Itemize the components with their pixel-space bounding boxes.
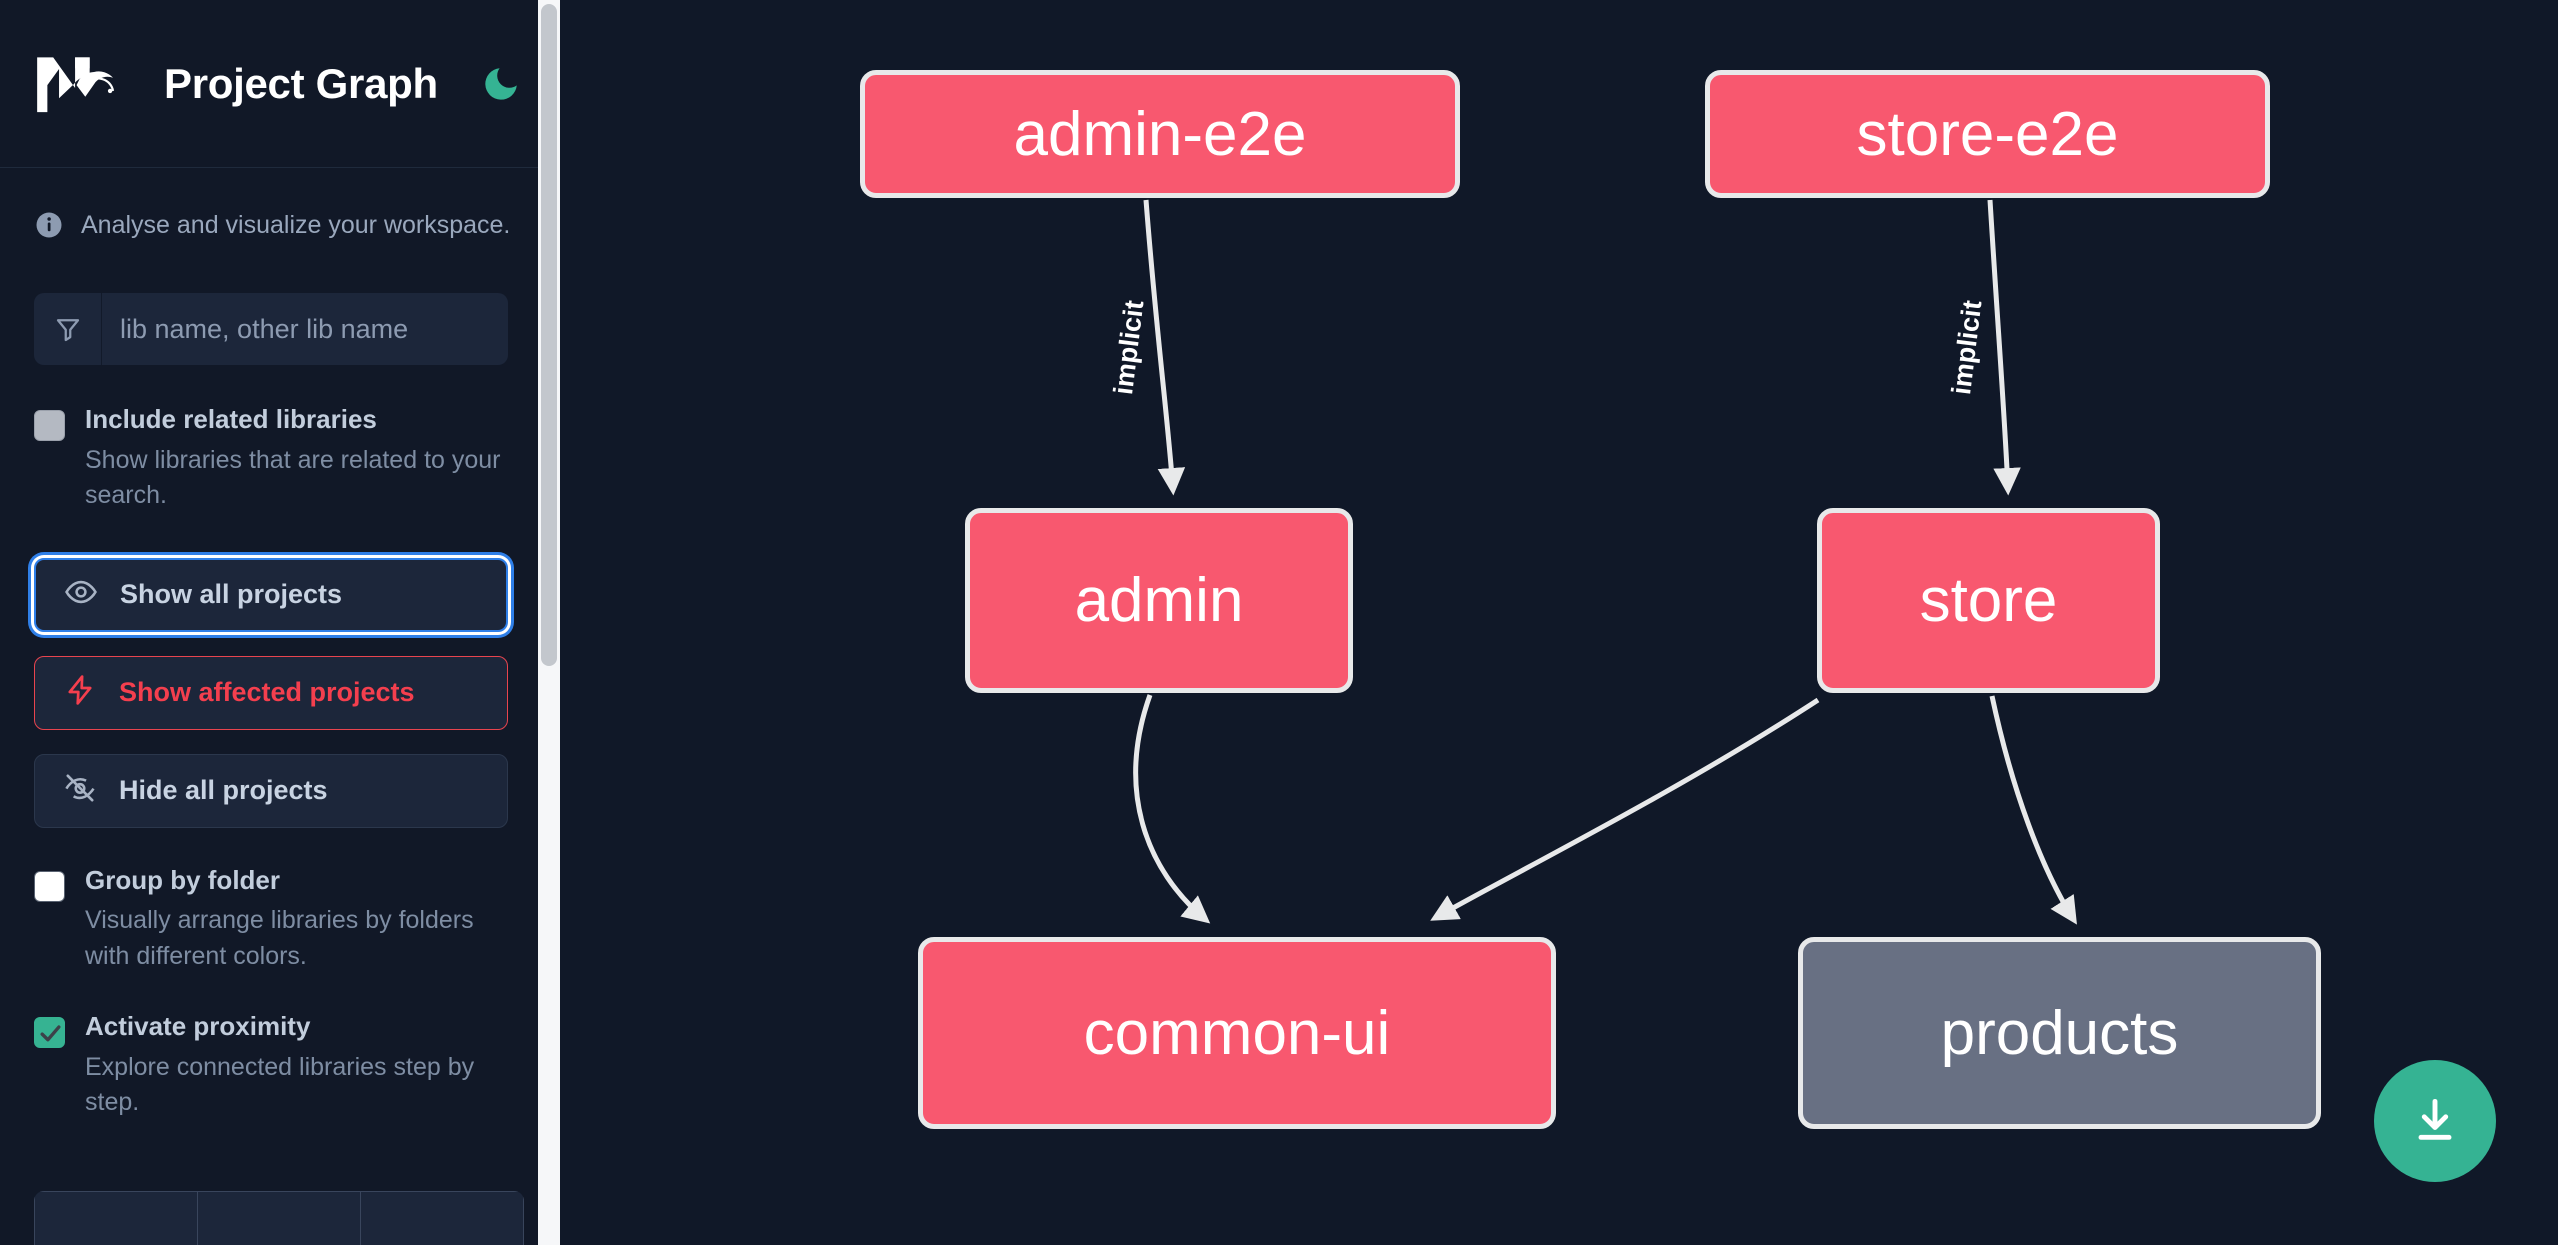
- info-icon: [34, 210, 64, 240]
- hide-all-projects-label: Hide all projects: [119, 775, 328, 805]
- sidebar: Project Graph Analyse and visualize yo: [0, 0, 560, 1245]
- group-by-folder-checkbox[interactable]: [34, 870, 65, 902]
- activate-proximity-checkbox[interactable]: [34, 1017, 65, 1048]
- page-title: Project Graph: [164, 59, 438, 107]
- show-affected-projects-label: Show affected projects: [119, 677, 415, 707]
- show-all-projects-label: Show all projects: [120, 579, 343, 609]
- checkbox-row-activate-proximity[interactable]: Activate proximity Explore connected lib…: [0, 1010, 542, 1121]
- include-related-libraries-checkbox[interactable]: [34, 410, 65, 441]
- project-graph-canvas[interactable]: admin-e2e store-e2e admin store common-u…: [560, 0, 2558, 1245]
- graph-node-admin[interactable]: admin: [965, 508, 1353, 693]
- graph-node-store[interactable]: store: [1817, 508, 2160, 693]
- checkbox-texts: Group by folder Visually arrange librari…: [85, 864, 508, 975]
- sidebar-info: Analyse and visualize your workspace.: [0, 168, 542, 240]
- hide-all-projects-button[interactable]: Hide all projects: [34, 753, 508, 828]
- proximity-control-segment[interactable]: [34, 1191, 197, 1245]
- proximity-control-segment[interactable]: [360, 1191, 524, 1245]
- eye-off-icon: [63, 771, 97, 810]
- filter-icon: [34, 293, 102, 365]
- activate-proximity-label: Activate proximity: [85, 1011, 311, 1041]
- sidebar-header: Project Graph: [0, 0, 542, 168]
- nx-logo-icon: [34, 53, 122, 115]
- include-related-libraries-label: Include related libraries: [85, 404, 377, 434]
- graph-node-products[interactable]: products: [1798, 937, 2321, 1129]
- checkbox-row-group-by-folder[interactable]: Group by folder Visually arrange librari…: [0, 864, 542, 975]
- activate-proximity-description: Explore connected libraries step by step…: [85, 1052, 475, 1117]
- show-all-projects-button[interactable]: Show all projects: [34, 557, 508, 632]
- checkbox-texts: Include related libraries Show libraries…: [85, 403, 508, 514]
- sidebar-info-text: Analyse and visualize your workspace.: [81, 210, 511, 239]
- graph-node-admin-e2e[interactable]: admin-e2e: [860, 70, 1460, 198]
- eye-icon: [64, 575, 98, 614]
- edge-store-e2e-to-store: [1987, 199, 2021, 496]
- moon-icon[interactable]: [480, 61, 522, 107]
- group-by-folder-label: Group by folder: [85, 864, 280, 895]
- proximity-step-controls[interactable]: [34, 1191, 524, 1245]
- sidebar-scrollbar[interactable]: [538, 0, 560, 1245]
- graph-node-common-ui[interactable]: common-ui: [918, 937, 1556, 1129]
- projects-button-group: Show all projects Show affected projects: [0, 557, 542, 828]
- lightning-icon: [63, 673, 97, 712]
- checkbox-texts: Activate proximity Explore connected lib…: [85, 1010, 508, 1121]
- search-input[interactable]: [102, 293, 508, 365]
- search-field[interactable]: [34, 293, 508, 365]
- sidebar-content: Project Graph Analyse and visualize yo: [0, 0, 560, 1245]
- edge-admin-to-common-ui: [1133, 694, 1211, 924]
- edge-store-to-common-ui: [1430, 697, 1820, 921]
- sidebar-scrollbar-thumb[interactable]: [541, 4, 557, 666]
- graph-node-store-e2e[interactable]: store-e2e: [1705, 70, 2270, 198]
- proximity-control-segment[interactable]: [197, 1191, 360, 1245]
- group-by-folder-description: Visually arrange libraries by folders wi…: [85, 906, 474, 970]
- checkbox-row-include-related-libraries[interactable]: Include related libraries Show libraries…: [0, 403, 542, 514]
- edge-admin-e2e-to-admin: [1143, 199, 1186, 496]
- graph-edges: [1133, 199, 2077, 925]
- edge-store-to-products: [1989, 695, 2077, 925]
- show-affected-projects-button[interactable]: Show affected projects: [34, 655, 508, 730]
- download-graph-button[interactable]: [2374, 1060, 2496, 1182]
- include-related-libraries-description: Show libraries that are related to your …: [85, 445, 501, 510]
